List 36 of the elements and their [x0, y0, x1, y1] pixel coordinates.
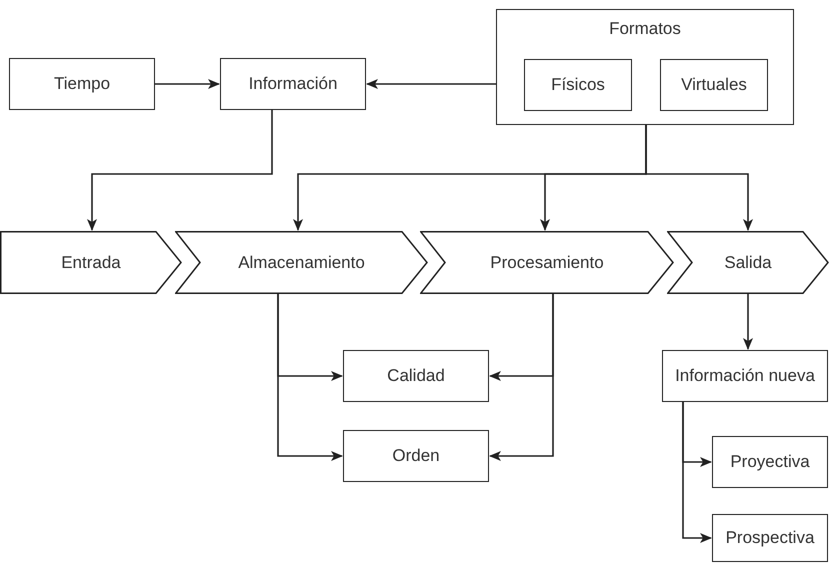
node-label: Virtuales — [681, 74, 747, 96]
process-box — [712, 514, 828, 562]
node-label: Procesamiento — [490, 252, 604, 274]
chevron-step — [667, 231, 829, 294]
process-box — [343, 430, 489, 482]
process-box — [660, 59, 768, 111]
node-label: Entrada — [61, 252, 121, 274]
process-box — [712, 436, 828, 488]
arrow — [366, 79, 496, 89]
arrow — [682, 402, 712, 543]
arrow — [277, 294, 343, 461]
arrow — [155, 79, 220, 89]
chevron-step — [420, 231, 674, 294]
node-label: Físicos — [551, 74, 605, 96]
chevron-step — [175, 231, 428, 294]
arrow — [645, 125, 753, 231]
process-box — [9, 58, 155, 110]
arrow — [743, 294, 753, 350]
process-box — [524, 59, 632, 111]
arrow — [489, 294, 554, 461]
group-box — [496, 9, 794, 125]
node-label: Tiempo — [54, 73, 110, 96]
node-label: Información — [248, 73, 338, 96]
node-label: Orden — [392, 445, 440, 468]
node-label: Información nueva — [675, 365, 815, 388]
group-title: Formatos — [609, 18, 681, 40]
process-box — [343, 350, 489, 402]
node-label: Almacenamiento — [238, 252, 365, 274]
node-label: Proyectiva — [730, 451, 810, 474]
node-label: Prospectiva — [726, 527, 814, 550]
process-box — [220, 58, 366, 110]
chevron-step — [0, 231, 182, 294]
process-box — [662, 350, 828, 402]
arrow — [87, 110, 273, 231]
node-label: Calidad — [387, 365, 445, 388]
node-label: Salida — [724, 252, 772, 274]
